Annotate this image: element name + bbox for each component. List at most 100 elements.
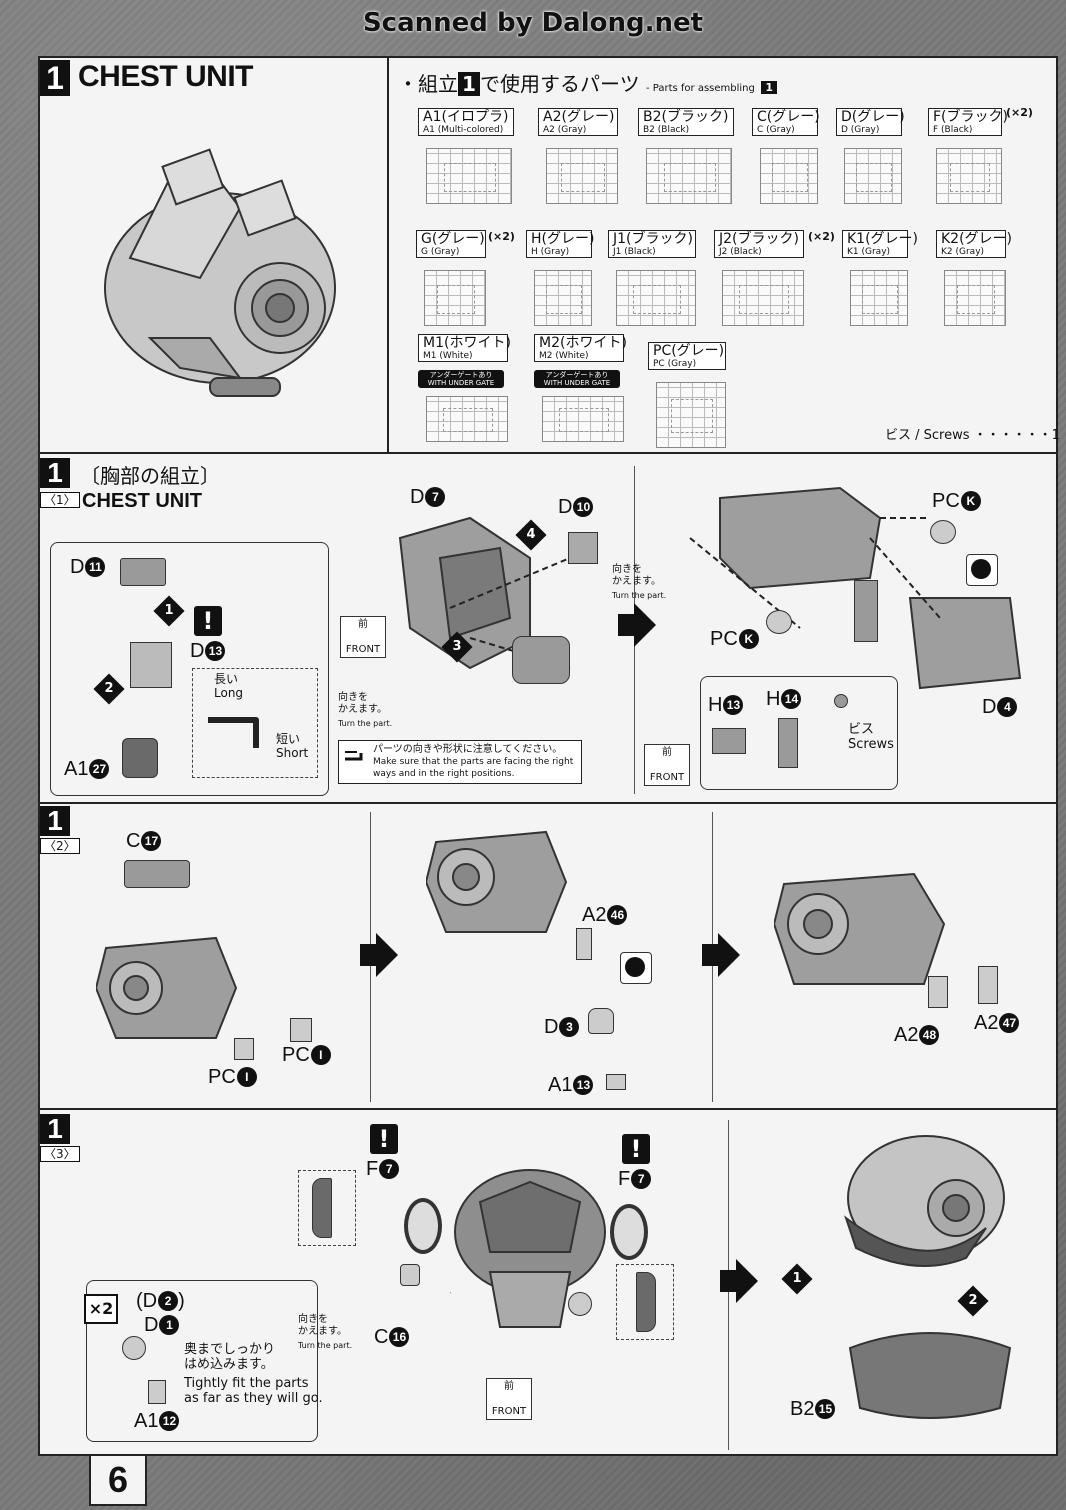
next-arrow	[634, 603, 656, 647]
page-number: 6	[89, 1456, 147, 1506]
runner-name-jp: K2(グレー)	[941, 231, 1013, 247]
times-two-badge: ×2	[84, 1294, 118, 1324]
s3-substep: 〈3〉	[40, 1146, 80, 1162]
s2-assembly-2	[426, 830, 568, 933]
s3-completed-chest	[844, 1135, 1005, 1267]
runner-name-jp: H(グレー)	[531, 231, 595, 247]
under-gate-badge: アンダーゲートあり WITH UNDER GATE	[418, 370, 504, 388]
runner-sprue-image	[944, 270, 1006, 326]
s2-substep: 〈2〉	[40, 838, 80, 854]
step-4-marker: 4	[515, 519, 547, 551]
top-divider	[387, 58, 389, 452]
runner-name-jp: J2(ブラック)	[719, 231, 799, 247]
parts-heading-en: - Parts for assembling	[645, 83, 755, 94]
runner-label: F(ブラック)F (Black)	[928, 108, 1008, 136]
runner-name-jp: B2(ブラック)	[643, 109, 729, 125]
runner-name-en: M2 (White)	[539, 351, 589, 361]
runner-label: B2(ブラック)B2 (Black)	[638, 108, 734, 136]
s3-step-1-marker: 1	[781, 1263, 813, 1295]
runner-name-jp: D(グレー)	[841, 109, 905, 125]
parts-heading-jp-post: で使用するパーツ	[480, 72, 640, 96]
part-f7-detail-right	[636, 1272, 656, 1332]
part-pci-right	[290, 1018, 312, 1042]
runner-name-en: K2 (Gray)	[941, 247, 985, 257]
grease-dot-marker	[966, 554, 998, 586]
runner-label: G(グレー)G (Gray)	[416, 230, 486, 258]
orientation-note: パーツの向きや形状に注意してください。 Make sure that the p…	[338, 740, 582, 784]
part-c16-left	[400, 1264, 420, 1286]
chest-unit-illustration	[104, 148, 336, 397]
warning-icon-3: !	[622, 1134, 650, 1164]
runner-name-jp: M2(ホワイト)	[539, 335, 627, 351]
runner-name-en: PC (Gray)	[653, 359, 697, 369]
part-b2-15	[848, 1332, 1012, 1419]
s2-number: 1	[40, 806, 70, 836]
scan-credit: Scanned by Dalong.net	[362, 8, 704, 38]
long-short-shape	[208, 717, 259, 748]
s2-assembly-3	[774, 872, 946, 985]
s3-number: 1	[40, 1114, 70, 1144]
part-h13	[712, 728, 746, 754]
grease-dot-marker-2	[620, 952, 652, 984]
turn-part-note-2: 向きを かえます。	[612, 564, 661, 587]
runner-name-en: G (Gray)	[421, 247, 460, 257]
part-c17	[124, 860, 190, 888]
next-arrow-2	[376, 933, 398, 977]
part-c16-right	[568, 1292, 592, 1316]
runner-name-en: M1 (White)	[423, 351, 473, 361]
h-parts-detail-box	[700, 676, 898, 790]
runner-name-en: A1 (Multi-colored)	[423, 125, 504, 135]
warning-icon-2: !	[370, 1124, 398, 1154]
section-divider-3	[40, 1108, 1056, 1110]
s1-substep: 〈1〉	[40, 492, 80, 508]
part-d3	[588, 1008, 614, 1034]
runner-name-en: A2 (Gray)	[543, 125, 587, 135]
runner-sprue-image	[760, 148, 818, 204]
runner-name-jp: F(ブラック)	[933, 109, 1008, 125]
chest-assembly-right	[689, 486, 1022, 690]
runner-name-jp: A2(グレー)	[543, 109, 615, 125]
runner-sprue-image	[844, 148, 902, 204]
runner-name-en: F (Black)	[933, 125, 973, 135]
runner-label: M1(ホワイト)M1 (White)	[418, 334, 511, 362]
screw-icon	[834, 694, 848, 708]
runner-name-jp: K1(グレー)	[847, 231, 919, 247]
under-gate-badge: アンダーゲートあり WITH UNDER GATE	[534, 370, 620, 388]
d1-detail-box	[86, 1280, 318, 1442]
runner-name-jp: C(グレー)	[757, 109, 820, 125]
page-title: CHEST UNIT	[78, 60, 254, 93]
runner-label: A2(グレー)A2 (Gray)	[538, 108, 618, 136]
fit-note-jp: 奥までしっかり はめ込みます。	[184, 1342, 276, 1372]
warning-icon: !	[194, 606, 222, 636]
next-arrow-shaft-4	[720, 1270, 736, 1292]
note-jp: パーツの向きや形状に注意してください。	[373, 744, 563, 755]
part-pck-top	[930, 520, 956, 544]
runner-name-jp: G(グレー)	[421, 231, 485, 247]
f7-detail-right	[616, 1264, 674, 1340]
runner-name-jp: A1(イロプラ)	[423, 109, 509, 125]
runner-sprue-image	[426, 148, 512, 204]
part-d13	[130, 642, 172, 688]
runner-name-en: K1 (Gray)	[847, 247, 891, 257]
runner-name-jp: J1(ブラック)	[613, 231, 693, 247]
s3-step-2-marker: 2	[957, 1285, 989, 1317]
